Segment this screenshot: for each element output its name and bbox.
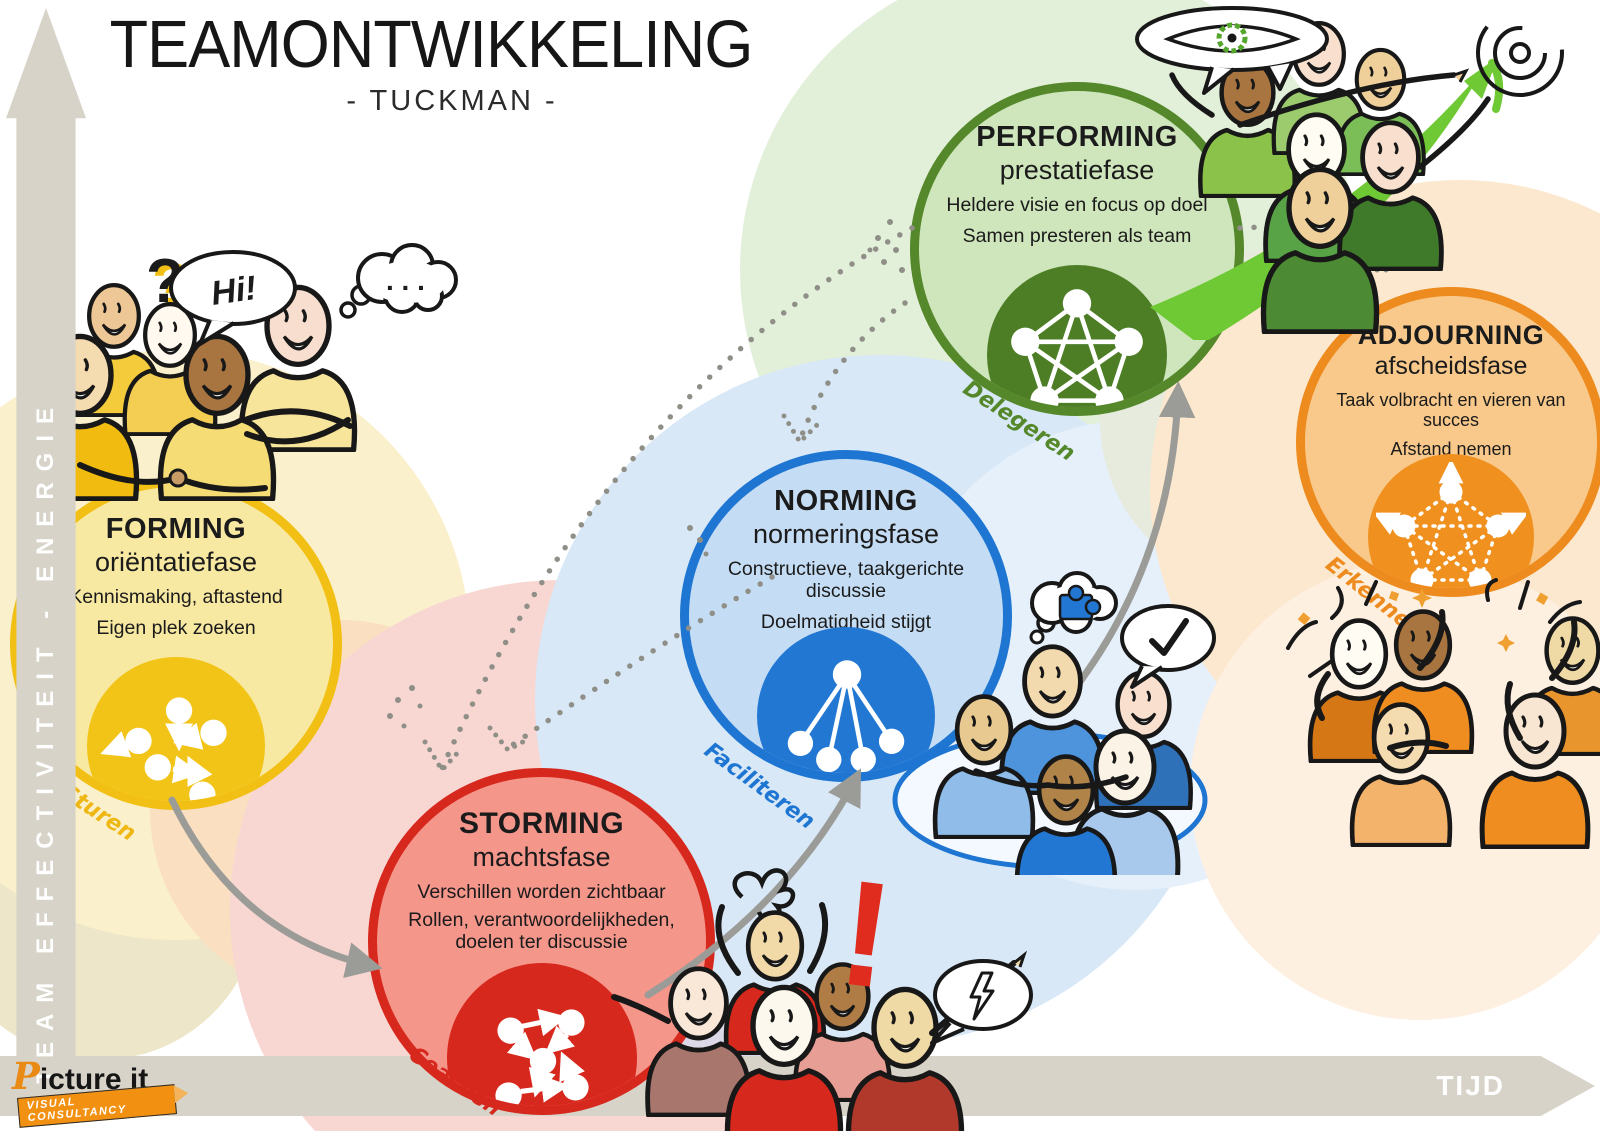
phase-description: Eigen plek zoeken xyxy=(96,616,256,639)
phase-circle-adjourning: ADJOURNING afscheidsfase Taak volbracht … xyxy=(1296,287,1600,597)
success-arrowhead xyxy=(1464,57,1498,99)
phase-subtitle: machtsfase xyxy=(472,842,611,872)
forming-network-icon xyxy=(87,657,265,801)
bullseye-target-icon xyxy=(1476,9,1564,97)
phase-description: Kennismaking, aftastend xyxy=(69,586,283,608)
phase-circle-performing: PERFORMING prestatiefase Heldere visie e… xyxy=(910,82,1244,416)
picture-it-logo: Picture it VISUAL CONSULTANCY xyxy=(12,1058,178,1128)
storming-network-icon xyxy=(446,963,637,1106)
page-title: TEAMONTWIKKELING xyxy=(109,7,754,82)
phase-subtitle: afscheidsfase xyxy=(1374,352,1528,380)
logo-initial: P xyxy=(12,1054,40,1098)
phase-description: Samen presteren als team xyxy=(962,224,1192,247)
phase-name: FORMING xyxy=(105,513,247,545)
hi-text: Hi! xyxy=(209,269,259,313)
title-block: TEAMONTWIKKELING - TUCKMAN - xyxy=(102,6,802,118)
phase-description: Constructieve, taakgerichte discussie xyxy=(727,558,965,602)
norming-network-icon xyxy=(757,627,935,773)
phase-subtitle: oriëntatiefase xyxy=(94,547,258,577)
phase-description: Taak volbracht en vieren van succes xyxy=(1336,390,1566,431)
y-axis-arrow: TEAM EFFECTIVITEIT - ENERGIE xyxy=(6,8,86,1110)
logo-wordmark: Picture it xyxy=(12,1058,176,1095)
thought-cloud: . . . xyxy=(339,243,458,319)
phase-description: Verschillen worden zichtbaar xyxy=(417,881,666,903)
y-axis-label: TEAM EFFECTIVITEIT - ENERGIE xyxy=(32,397,59,1084)
performing-network-icon xyxy=(987,265,1167,407)
pointing-hand xyxy=(1453,68,1470,83)
phase-description: Rollen, verantwoordelijkheden, doelen te… xyxy=(408,908,675,953)
hi-speech-bubble: Hi! xyxy=(169,250,297,346)
phase-subtitle: prestatiefase xyxy=(999,155,1155,185)
phase-description: Heldere visie en focus op doel xyxy=(946,194,1208,216)
x-axis-label: TIJD xyxy=(1436,1070,1505,1101)
question-mark: ? xyxy=(152,251,190,320)
phase-name: ADJOURNING xyxy=(1357,320,1545,350)
x-axis-arrow: TIJD xyxy=(0,1056,1595,1116)
phase-circle-norming: NORMING normeringsfase Constructieve, ta… xyxy=(680,450,1012,782)
page-subtitle: - TUCKMAN - xyxy=(346,85,558,117)
phase-name: STORMING xyxy=(458,807,625,840)
phase-name: PERFORMING xyxy=(976,121,1178,153)
person-figure xyxy=(1337,50,1424,174)
adjourning-network-icon xyxy=(1368,454,1534,588)
phase-subtitle: normeringsfase xyxy=(752,519,940,549)
phase-description: Afstand nemen xyxy=(1390,439,1512,460)
question-mark: ? xyxy=(146,247,184,316)
phase-name: NORMING xyxy=(774,485,918,517)
thought-dots-text: . . . xyxy=(386,265,425,296)
